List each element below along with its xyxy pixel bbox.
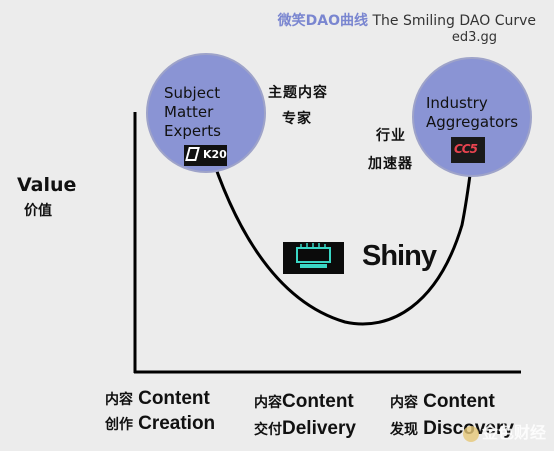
category-english: Creation — [138, 413, 216, 434]
left-node-label: Subject Matter Experts — [164, 84, 221, 141]
left-node-chinese-line: 主题内容 — [268, 85, 328, 101]
watermark: 金色财经 — [462, 419, 546, 443]
k20-logo-mark — [185, 147, 200, 161]
industry-aggregators-node — [412, 57, 532, 177]
category-creation: 内容 Content 创作 Creation — [105, 387, 215, 437]
category-chinese: 内容 — [390, 395, 418, 411]
diagram-title: 微笑DAO曲线 The Smiling DAO Curve — [278, 10, 536, 30]
category-english: Content — [138, 388, 210, 409]
k20-logo: K20 — [184, 145, 227, 166]
right-node-chinese-line: 行业 — [376, 128, 406, 144]
shiny-logo-mark — [296, 243, 331, 268]
right-node-chinese-line: 加速器 — [368, 156, 413, 172]
right-node-line: Industry — [426, 94, 488, 112]
category-chinese: 交付 — [254, 422, 282, 438]
left-node-chinese-line: 专家 — [282, 111, 312, 127]
category-chinese: 内容 — [254, 395, 282, 411]
category-chinese: 内容 — [105, 392, 133, 408]
smile-curve — [206, 144, 474, 326]
source-label: ed3.gg — [451, 30, 497, 45]
title-english: The Smiling DAO Curve — [372, 13, 536, 29]
left-node-line: Matter — [164, 103, 214, 121]
shiny-logo — [283, 242, 344, 274]
watermark-logo-icon — [462, 425, 479, 442]
category-chinese: 创作 — [105, 417, 133, 433]
shiny-brand-text: Shiny — [362, 240, 437, 272]
left-node-line: Subject — [164, 84, 221, 102]
category-delivery: 内容Content 交付Delivery — [254, 389, 356, 443]
right-node-chinese: 行业 加速器 — [368, 122, 413, 178]
y-axis-label: Value — [17, 174, 77, 196]
category-chinese: 发现 — [390, 422, 418, 438]
right-node-line: Aggregators — [426, 113, 519, 131]
k20-logo-text: K20 — [203, 148, 227, 161]
watermark-text: 金色财经 — [481, 423, 546, 442]
cc5-logo-text: CC5 — [454, 142, 478, 156]
left-node-chinese: 主题内容 专家 — [268, 80, 328, 132]
subject-matter-experts-node — [146, 53, 266, 173]
y-axis-label-chinese: 价值 — [24, 203, 52, 219]
title-chinese: 微笑DAO曲线 — [277, 13, 369, 29]
category-english: Content — [423, 391, 495, 412]
cc5-logo: CC5 — [451, 137, 485, 163]
category-english: Content — [282, 391, 354, 412]
category-english: Delivery — [282, 418, 356, 439]
right-node-label: Industry Aggregators — [426, 94, 518, 132]
left-node-line: Experts — [164, 122, 221, 140]
